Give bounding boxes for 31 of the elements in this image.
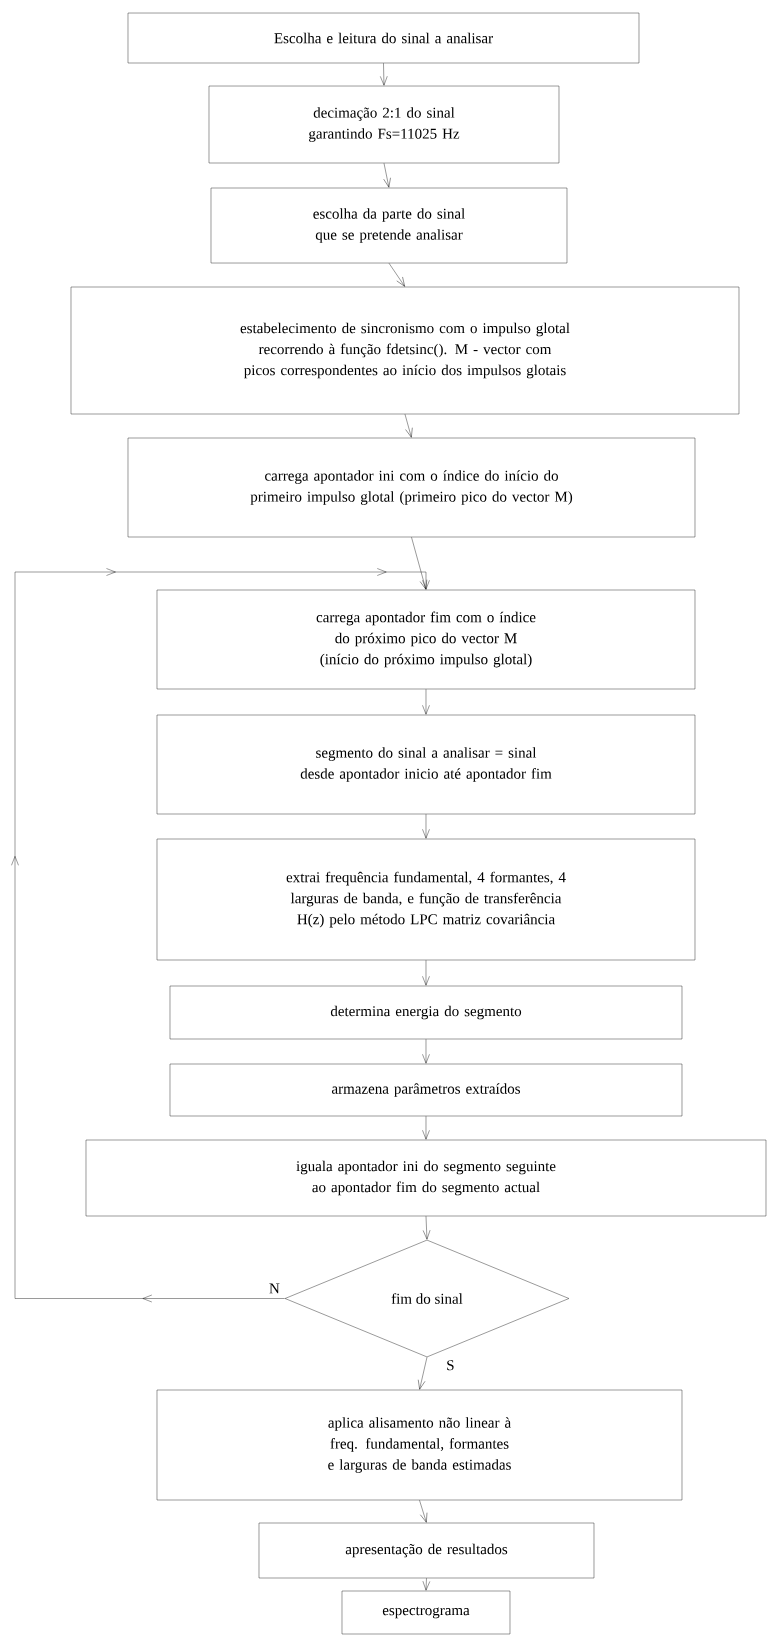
arrow	[422, 960, 430, 986]
arrow	[419, 1500, 428, 1523]
process-box: iguala apontador ini do segmento seguinte ao apontador fim do segmento actual	[85, 1139, 767, 1217]
arrow	[422, 1116, 430, 1140]
arrow	[422, 1578, 431, 1591]
arrow	[404, 414, 413, 438]
process-box: apresentação de resultados	[258, 1522, 595, 1579]
arrow	[422, 814, 430, 839]
process-box: estabelecimento de sincronismo com o impulso glotal recorrendo à função fdetsinc(). M - vector com picos correspondentes ao início dos impulsos glotais	[70, 286, 740, 415]
arrow	[11, 568, 430, 1303]
process-box: espectrograma	[341, 1590, 511, 1635]
arrow	[422, 1216, 431, 1240]
arrow	[411, 537, 428, 590]
edge-label: S	[445, 1359, 456, 1372]
process-box: extrai frequência fundamental, 4 formantes, 4 larguras de banda, e função de transferência H(z) pelo método LPC matriz covariância	[156, 838, 696, 961]
arrow	[383, 163, 391, 188]
edge-label: N	[267, 1282, 281, 1295]
arrow	[418, 1357, 428, 1390]
process-box: segmento do sinal a analisar = sinal desde apontador inicio até apontador fim	[156, 714, 696, 815]
arrow	[380, 63, 388, 86]
process-box: determina energia do segmento	[169, 985, 683, 1040]
arrow	[388, 263, 405, 287]
arrow	[422, 689, 430, 715]
process-box: carrega apontador ini com o índice do início do primeiro impulso glotal (primeiro pico do vector M)	[127, 437, 696, 538]
process-box: decimação 2:1 do sinal garantindo Fs=11025 Hz	[208, 85, 560, 164]
process-box: carrega apontador fim com o índice do próximo pico do vector M (início do próximo impulso glotal)	[156, 589, 696, 690]
process-box: Escolha e leitura do sinal a analisar	[127, 12, 640, 64]
arrow	[422, 1039, 430, 1064]
process-box: armazena parâmetros extraídos	[169, 1063, 683, 1117]
process-box: escolha da parte do sinal que se pretende analisar	[210, 187, 568, 264]
process-box: aplica alisamento não linear à freq. fundamental, formantes e larguras de banda estimadas	[156, 1389, 683, 1501]
